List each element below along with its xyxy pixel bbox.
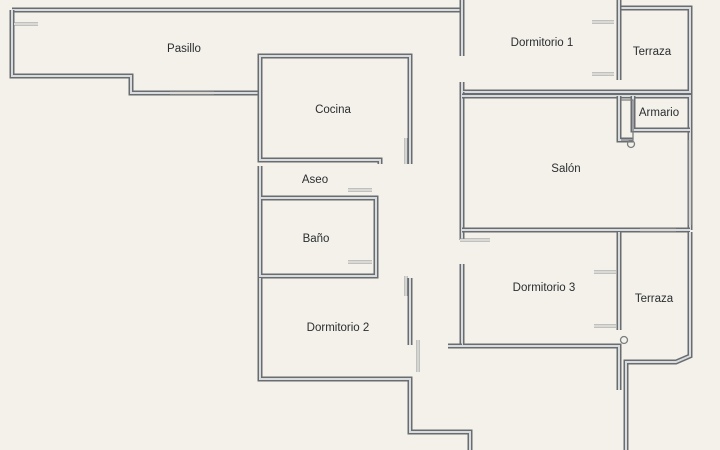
wall-segment-core [461, 7, 691, 93]
wall-segment-core [259, 93, 381, 164]
fixtures [619, 99, 636, 345]
room-label-terraza-south: Terraza [635, 293, 674, 305]
wall-segment-core [259, 55, 411, 164]
room-label-pasillo: Pasillo [167, 43, 201, 55]
door-window-openings [14, 20, 692, 372]
room-label-terraza-north: Terraza [633, 46, 672, 58]
wall-segment-core [461, 264, 620, 390]
column-marker [619, 335, 629, 345]
wardrobe-recess [621, 99, 634, 141]
room-label-cocina: Cocina [315, 104, 351, 116]
room-label-aseo: Aseo [302, 174, 328, 186]
room-label-dormitorio-2: Dormitorio 2 [307, 322, 370, 334]
room-label-bano: Baño [303, 233, 330, 245]
wall-segment-core [259, 166, 377, 277]
wall-segment-core [625, 232, 691, 450]
wall-segment-core [259, 278, 471, 450]
walls [9, 0, 693, 450]
room-label-armario: Armario [639, 107, 679, 119]
room-labels: Pasillo Dormitorio 1 Terraza Cocina Arma… [167, 37, 679, 334]
room-label-dormitorio-1: Dormitorio 1 [511, 37, 574, 49]
room-label-dormitorio-3: Dormitorio 3 [513, 282, 576, 294]
room-label-salon: Salón [551, 163, 580, 175]
